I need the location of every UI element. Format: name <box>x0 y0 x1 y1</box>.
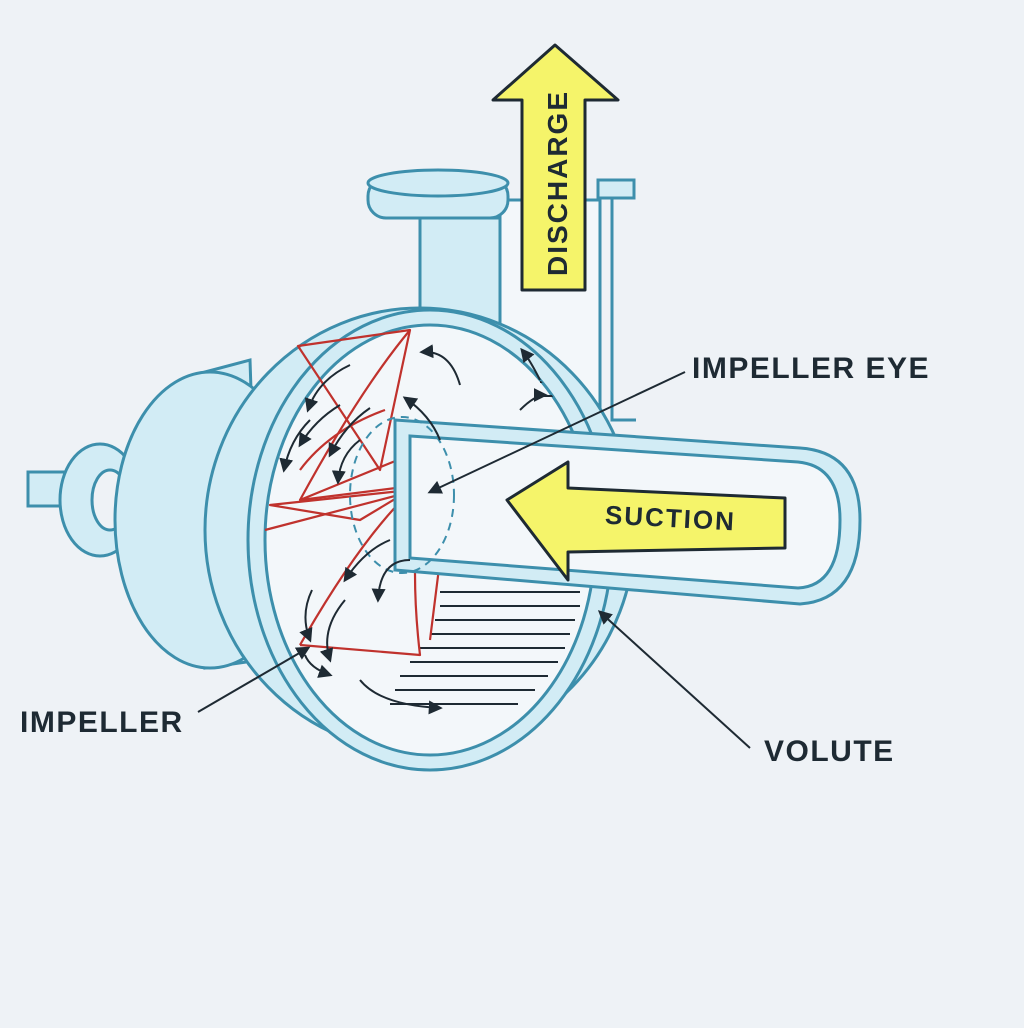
suction-label: SUCTION <box>604 500 736 537</box>
discharge-arrow: DISCHARGE <box>491 43 620 292</box>
suction-arrow: SUCTION <box>505 460 787 582</box>
volute-label: VOLUTE <box>764 735 895 768</box>
impeller-eye-label: IMPELLER EYE <box>692 352 931 385</box>
impeller-eye-callout-line <box>427 371 686 494</box>
impeller-label: IMPELLER <box>20 706 184 739</box>
volute-callout-line <box>597 610 751 749</box>
impeller-callout-line <box>197 646 311 713</box>
flow-arrows <box>279 344 548 715</box>
discharge-label: DISCHARGE <box>542 90 573 276</box>
callout-lines <box>197 371 751 749</box>
